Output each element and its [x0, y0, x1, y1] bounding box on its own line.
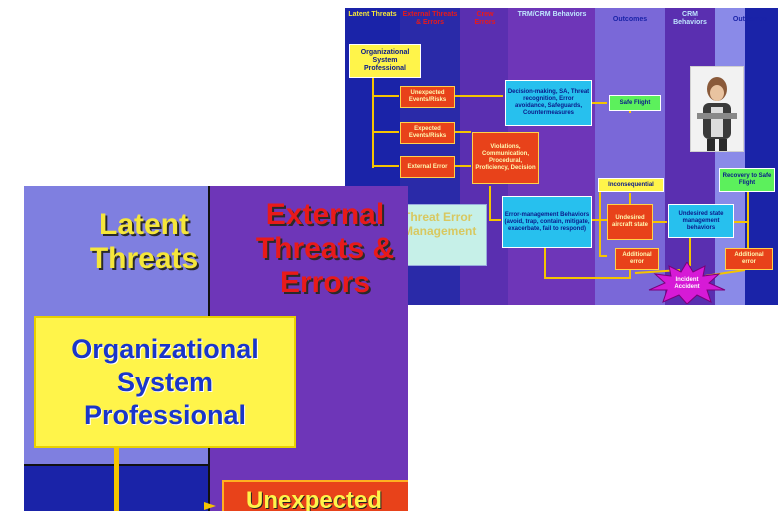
header-latent: Latent Threats	[348, 11, 397, 18]
zoom-arrow-icon	[204, 502, 216, 510]
header-external: External Threats & Errors	[402, 11, 458, 26]
box-additional-error-2: Additional error	[725, 248, 773, 270]
zoom-connector	[114, 446, 119, 511]
box-recovery: Recovery to Safe Flight	[719, 168, 775, 192]
header-outcomes-2: Outcomes	[732, 16, 768, 23]
incident-starburst-icon	[648, 262, 726, 304]
threat-error-overlay	[395, 204, 487, 266]
box-additional-error-1: Additional error	[615, 248, 659, 270]
zoom-unexpected-box: Unexpected	[222, 480, 408, 511]
tem-diagram: Latent Threats External Threats & Errors…	[345, 8, 778, 305]
zoom-org-box: Organizational System Professional	[34, 316, 296, 448]
header-crm: CRM Behaviors	[673, 11, 707, 26]
zoom-latent-title: Latent Threats	[89, 208, 199, 275]
box-error-management: Error-management Behaviors (avoid, trap,…	[502, 196, 592, 248]
box-external-error: External Error	[400, 156, 455, 178]
pilot-photo	[690, 66, 744, 152]
threat-error-overlay-text: Threat Error Management	[403, 210, 477, 238]
zoom-unexpected-text: Unexpected	[246, 487, 383, 511]
box-undesired-state: Undesired aircraft state	[607, 204, 653, 240]
zoom-panel: Latent Threats External Threats & Errors…	[24, 186, 408, 511]
box-undesired-management: Undesired state management behaviors	[668, 204, 734, 238]
zoom-org-text: Organizational System Professional	[71, 333, 259, 430]
box-inconsequential: Inconsequential	[598, 178, 664, 192]
box-unexpected: Unexpected Events/Risks	[400, 86, 455, 108]
box-decision-making: Decision-making, SA, Threat recognition,…	[505, 80, 592, 126]
box-org-system: Organizational System Professional	[349, 44, 421, 78]
box-violations: Violations, Communication, Procedural, P…	[472, 132, 539, 184]
box-safe-flight: Safe Flight	[609, 95, 661, 111]
zoom-external-title: External Threats & Errors	[255, 198, 395, 299]
label-incident: Incident Accident	[674, 277, 700, 290]
box-expected: Expected Events/Risks	[400, 122, 455, 144]
header-trm: TRM/CRM Behaviors	[517, 11, 587, 18]
header-outcomes-1: Outcomes	[612, 16, 648, 23]
header-crew: Crew Errors	[474, 11, 496, 26]
